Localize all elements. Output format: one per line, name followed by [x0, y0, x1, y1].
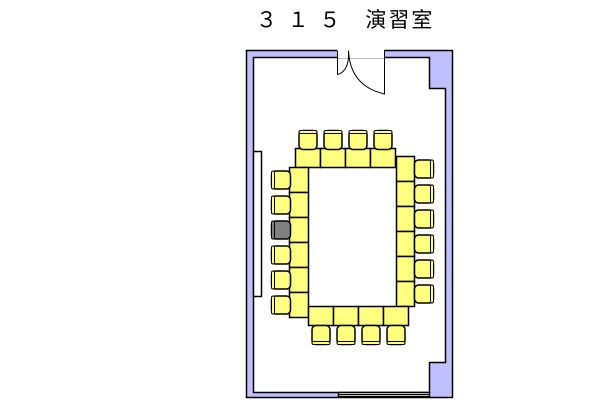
chair-back	[348, 130, 368, 134]
table	[395, 155, 416, 183]
table	[288, 166, 310, 194]
table	[294, 147, 322, 169]
chair-back	[323, 130, 343, 134]
table	[395, 280, 416, 308]
table	[369, 147, 397, 169]
door-small-leaf	[337, 50, 349, 76]
chair-back	[430, 284, 434, 304]
chair-back	[430, 159, 434, 179]
table	[357, 305, 385, 327]
chair-back	[373, 130, 393, 134]
table	[344, 147, 372, 169]
table	[332, 305, 360, 327]
chair-back	[430, 184, 434, 204]
table	[288, 241, 310, 269]
chair-back	[386, 341, 406, 345]
table	[395, 205, 416, 233]
table	[319, 147, 347, 169]
chair-back	[271, 245, 275, 265]
chair-back	[336, 341, 356, 345]
table	[395, 180, 416, 208]
chair-back	[298, 130, 318, 134]
chair-back	[271, 195, 275, 215]
table	[395, 230, 416, 258]
chair-back	[311, 341, 331, 345]
door-opening	[337, 49, 384, 58]
door-main-leaf	[348, 50, 385, 95]
chair-back	[271, 270, 275, 290]
table	[288, 191, 310, 219]
whiteboard	[252, 150, 263, 298]
table	[382, 305, 410, 327]
table	[288, 216, 310, 244]
table	[288, 266, 310, 294]
chair-back	[271, 220, 275, 240]
table	[307, 305, 335, 327]
table	[395, 255, 416, 283]
table	[288, 291, 310, 319]
chair-back	[430, 259, 434, 279]
room-title: ３ １ ５ 演習室	[256, 8, 435, 32]
chair-back	[430, 209, 434, 229]
chair-back	[271, 295, 275, 315]
chair-back	[271, 170, 275, 190]
chair-back	[361, 341, 381, 345]
chair-back	[430, 234, 434, 254]
